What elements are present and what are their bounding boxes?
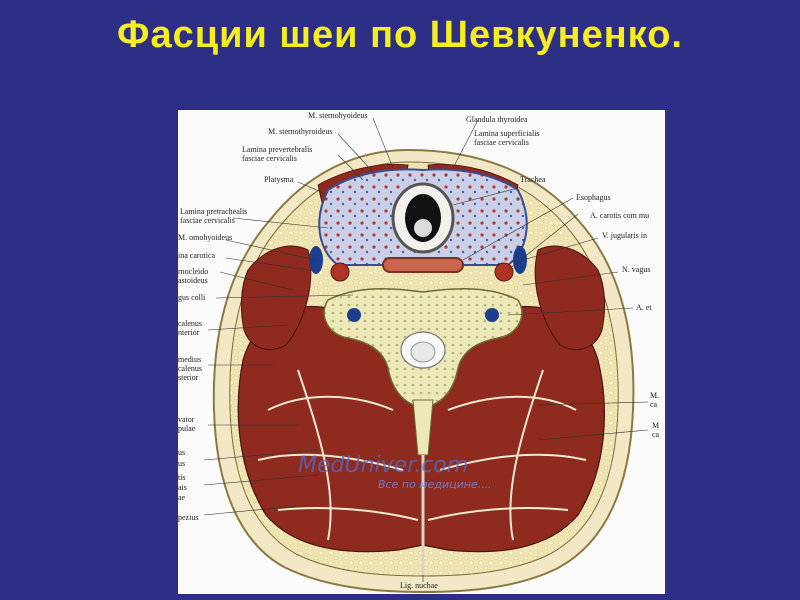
leader-lines [203,117,649,582]
vertebral-artery-left [347,308,361,322]
label-scalenus-med-1: medius [178,355,201,364]
spinal-cord [410,341,436,363]
label-left-tis: tis [178,473,186,482]
left-carotid [330,262,350,282]
label-left-ae: ae [178,493,186,502]
label-trapezius: pezius [178,513,198,522]
label-n-vagus: N. vagus [622,265,650,274]
label-lamina-superficialis-2: fasciae cervicalis [474,138,529,147]
label-m-sternohyoideus: M. sternohyoideus [308,111,368,120]
label-m-right-4: ca [652,430,660,439]
label-m-right-1: M. [650,391,659,400]
label-platysma: Platysma [264,175,294,184]
label-left-us-2: us [178,459,185,468]
label-scalenus-ant-1: calenus [178,319,202,328]
label-sternocleido-2: astoideus [178,276,208,285]
label-lamina-prevertebralis-1: Lamina prevertebralis [242,145,312,154]
label-lig-nuchae: Lig. nuchae [400,581,438,590]
label-m-omohyoideus: M. omohyoideus [178,233,232,242]
label-scalenus-ant-2: nterior [178,328,200,337]
label-lamina-pretrachealis-2: fasciae cervicalis [180,216,235,225]
label-lamina-prevertebralis-2: fasciae cervicalis [242,154,297,163]
label-levator-1: vator [178,415,195,424]
label-m-right-3: M [652,421,659,430]
neck-cross-section-svg: M. sternohyoideus Glandula thyroidea M. … [178,111,660,594]
label-glandula-thyroidea: Glandula thyroidea [466,115,528,124]
label-left-ais: ais [178,483,187,492]
label-trachea: Trachea [520,175,546,184]
spinous-process [412,399,434,456]
neck-cross-section-figure: M. sternohyoideus Glandula thyroidea M. … [178,110,665,594]
label-sternocleido-1: rnocleido [178,267,208,276]
slide-title: Фасции шеи по Шевкуненко. [117,14,683,56]
label-vagina-carotica: ina carotica [178,251,216,260]
label-lamina-superficialis-1: Lamina superficialis [474,129,540,138]
label-scalenus-med-2: calenus [178,364,202,373]
label-levator-2: pulae [178,424,196,433]
label-longus-colli: gus colli [178,293,206,302]
vertebral-artery-right [485,308,499,322]
watermark-sub: Все по медицине.... [378,478,492,491]
label-esophagus: Esophagus [576,193,611,202]
label-a-vertebralis: A. et [636,303,652,312]
label-left-us-1: us [178,448,185,457]
label-m-sternothyroideus: M. sternothyroideus [268,127,332,136]
right-jugular [513,246,527,274]
sternocleidomastoid-left [240,245,312,350]
label-scalenus-med-3: sterior [178,373,199,382]
label-a-carotis: A. carotis com mu [590,211,649,220]
esophagus [382,257,464,273]
watermark-main: MedUniver.com [298,453,468,478]
label-m-right-2: ca [650,400,658,409]
sternocleidomastoid-right [534,245,606,350]
right-carotid [494,262,514,282]
label-lamina-pretrachealis-1: Lamina pretrachealis [180,207,247,216]
label-v-jugularis: V. jugularis in [602,231,647,240]
